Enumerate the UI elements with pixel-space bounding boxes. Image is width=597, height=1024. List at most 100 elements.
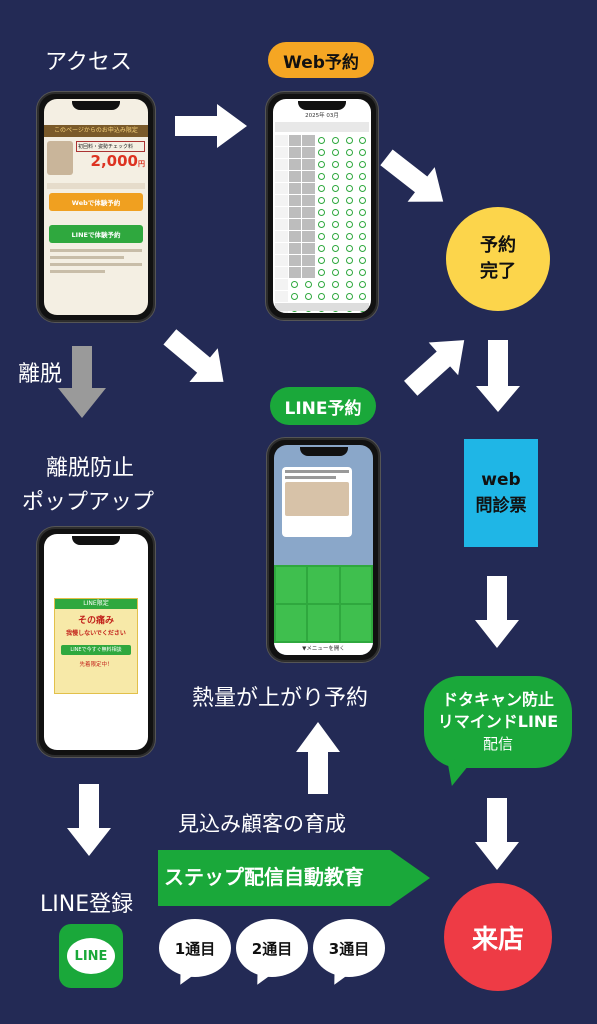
calendar-slot[interactable] [356,291,369,302]
calendar-time-cell [275,183,288,194]
available-circle-icon [359,161,367,168]
available-circle-icon [318,185,326,192]
landing-price: 2,000 [90,152,138,170]
calendar-slot[interactable] [302,171,315,182]
calendar-slot[interactable] [315,135,329,146]
calendar-slot[interactable] [315,159,329,170]
calendar-slot[interactable] [302,135,315,146]
calendar-slot[interactable] [329,195,342,206]
calendar-slot[interactable] [342,135,356,146]
calendar-slot[interactable] [288,291,302,302]
calendar-slot[interactable] [342,147,356,158]
calendar-slot[interactable] [302,195,315,206]
calendar-slot[interactable] [342,219,356,230]
calendar-slot[interactable] [329,267,342,278]
calendar-slot[interactable] [302,291,315,302]
calendar-slot[interactable] [342,267,356,278]
calendar-slot[interactable] [315,243,329,254]
calendar-slot[interactable] [288,207,302,218]
landing-banner: このページからのお申込み限定 [44,125,148,137]
calendar-slot[interactable] [315,291,329,302]
calendar-slot[interactable] [329,291,342,302]
calendar-slot[interactable] [288,183,302,194]
calendar-slot[interactable] [356,195,369,206]
calendar-slot[interactable] [288,219,302,230]
calendar-slot[interactable] [356,255,369,266]
calendar-slot[interactable] [288,279,302,290]
calendar-slot[interactable] [288,159,302,170]
popup-line-button[interactable]: LINEで今すぐ無料相談 [61,645,131,655]
calendar-slot[interactable] [302,243,315,254]
calendar-slot[interactable] [288,267,302,278]
calendar-slot[interactable] [329,243,342,254]
calendar-slot[interactable] [315,171,329,182]
calendar-slot[interactable] [356,207,369,218]
calendar-slot[interactable] [329,219,342,230]
line-menu-toggle[interactable]: ▼メニューを開く [274,643,373,655]
line-rich-menu[interactable] [274,565,373,643]
calendar-slot[interactable] [329,255,342,266]
calendar-slot[interactable] [288,255,302,266]
calendar-slot[interactable] [329,231,342,242]
calendar-slot[interactable] [329,207,342,218]
calendar-slot[interactable] [329,183,342,194]
calendar-slot[interactable] [342,279,356,290]
calendar-slot[interactable] [315,183,329,194]
calendar-slot[interactable] [356,231,369,242]
calendar-slot[interactable] [288,231,302,242]
calendar-slot[interactable] [315,219,329,230]
calendar-time-cell [275,291,288,302]
calendar-slot[interactable] [315,231,329,242]
calendar-slot[interactable] [302,231,315,242]
calendar-slot[interactable] [356,147,369,158]
calendar-slot[interactable] [315,279,329,290]
calendar-slot[interactable] [302,267,315,278]
calendar-slot[interactable] [329,135,342,146]
calendar-slot[interactable] [288,171,302,182]
calendar-slot[interactable] [329,171,342,182]
calendar-slot[interactable] [356,183,369,194]
calendar-slot[interactable] [342,255,356,266]
calendar-slot[interactable] [342,243,356,254]
calendar-slot[interactable] [288,147,302,158]
calendar-slot[interactable] [315,195,329,206]
calendar-slot[interactable] [356,171,369,182]
msg-1-label: 1通目 [174,939,216,958]
calendar-slot[interactable] [302,159,315,170]
calendar-slot[interactable] [329,159,342,170]
calendar-slot[interactable] [342,291,356,302]
calendar-slot[interactable] [315,255,329,266]
calendar-slot[interactable] [342,195,356,206]
calendar-slot[interactable] [302,207,315,218]
calendar-slot[interactable] [302,219,315,230]
calendar-slot[interactable] [356,219,369,230]
calendar-slot[interactable] [288,243,302,254]
calendar-slot[interactable] [302,279,315,290]
calendar-slot[interactable] [302,255,315,266]
calendar-slot[interactable] [356,267,369,278]
calendar-slot[interactable] [288,135,302,146]
calendar-slot[interactable] [288,195,302,206]
available-circle-icon [332,257,340,264]
calendar-slot[interactable] [356,159,369,170]
calendar-slot[interactable] [302,147,315,158]
calendar-slot[interactable] [315,267,329,278]
calendar-slot[interactable] [356,135,369,146]
landing-line-button[interactable]: LINEで体験予約 [49,225,143,243]
calendar-slot[interactable] [342,207,356,218]
calendar-slot[interactable] [329,279,342,290]
calendar-slot[interactable] [315,147,329,158]
calendar-slot[interactable] [342,159,356,170]
arrow-popup-to-register [67,784,111,856]
calendar-slot[interactable] [342,183,356,194]
calendar-slot[interactable] [329,147,342,158]
calendar-slot[interactable] [342,231,356,242]
label-leave-popup-2: ポップアップ [22,490,155,515]
calendar-slot[interactable] [315,207,329,218]
landing-web-button[interactable]: Webで体験予約 [49,193,143,211]
calendar-slot[interactable] [356,243,369,254]
calendar-slot[interactable] [342,171,356,182]
calendar-slot[interactable] [356,279,369,290]
calendar-slot[interactable] [302,183,315,194]
